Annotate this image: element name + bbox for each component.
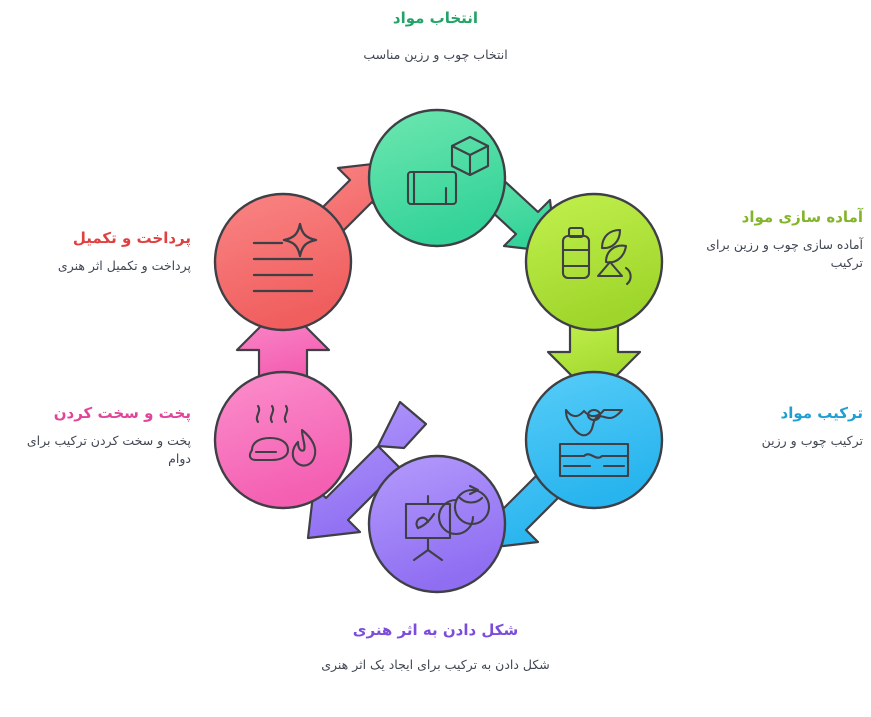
- label-shaping: شکل دادن به اثر هنری شکل دادن به ترکیب ب…: [0, 620, 871, 674]
- label-title-curing: پخت و سخت کردن: [53, 404, 191, 422]
- label-desc-selection: انتخاب چوب و رزین مناسب: [363, 46, 508, 62]
- step-node-curing[interactable]: [213, 370, 353, 510]
- label-preparation: آماده سازی مواد آماده سازی چوب و رزین بر…: [680, 207, 863, 272]
- label-curing: پخت و سخت کردن پخت و سخت کردن ترکیب برای…: [8, 403, 191, 468]
- heat-flame-icon: [248, 404, 317, 467]
- label-title-shaping: شکل دادن به اثر هنری: [352, 621, 519, 639]
- step-circle-mixing[interactable]: [524, 370, 664, 510]
- label-desc-mixing: ترکیب چوب و رزین: [761, 432, 863, 448]
- step-node-mixing[interactable]: [524, 370, 664, 510]
- step-circle-selection[interactable]: [367, 108, 507, 248]
- label-title-finishing: پرداخت و تکمیل: [72, 229, 191, 247]
- label-title-preparation: آماده سازی مواد: [741, 208, 863, 226]
- label-title-mixing: ترکیب مواد: [780, 404, 863, 422]
- step-circle-preparation[interactable]: [524, 192, 664, 332]
- step-circle-shaping[interactable]: [367, 454, 507, 594]
- wood-log-cube-icon: [406, 135, 490, 206]
- label-mixing: ترکیب مواد ترکیب چوب و رزین: [680, 403, 863, 450]
- label-desc-finishing: پرداخت و تکمیل اثر هنری: [57, 257, 191, 273]
- step-node-finishing[interactable]: [213, 192, 353, 332]
- polish-sparkle-icon: [252, 222, 318, 293]
- step-node-shaping[interactable]: [367, 454, 507, 594]
- label-desc-preparation: آماده سازی چوب و رزین برای ترکیب: [706, 236, 863, 270]
- resin-pour-plank-icon: [558, 408, 630, 478]
- label-desc-shaping: شکل دادن به ترکیب برای ایجاد یک اثر هنری: [321, 656, 550, 672]
- label-title-selection: انتخاب مواد: [392, 9, 479, 27]
- label-desc-curing: پخت و سخت کردن ترکیب برای دوام: [26, 432, 191, 466]
- label-selection: انتخاب مواد انتخاب چوب و رزین مناسب: [0, 8, 871, 64]
- label-finishing: پرداخت و تکمیل پرداخت و تکمیل اثر هنری: [8, 228, 191, 275]
- step-node-selection[interactable]: [367, 108, 507, 248]
- easel-brush-icon: [404, 484, 491, 562]
- bottle-leaves-icon: [561, 226, 632, 286]
- step-circle-finishing[interactable]: [213, 192, 353, 332]
- step-node-preparation[interactable]: [524, 192, 664, 332]
